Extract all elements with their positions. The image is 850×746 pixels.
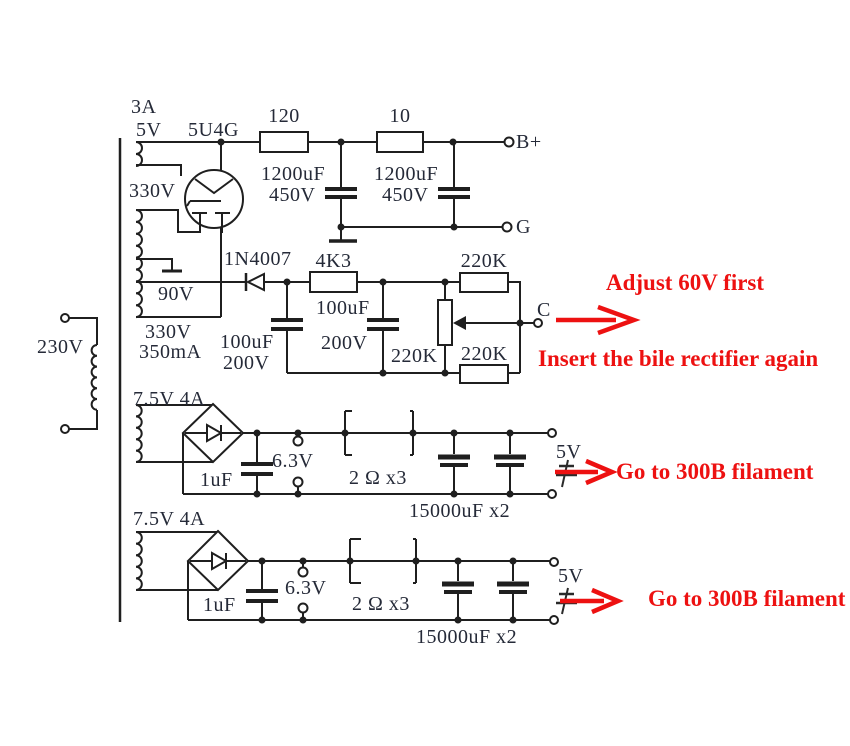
label-terminal-c: C	[537, 299, 551, 321]
primary-winding	[69, 317, 98, 430]
cap-15000uf-1a-icon	[438, 454, 470, 467]
label-filament1-output: 5V	[556, 441, 582, 463]
resistor-220k-top	[459, 272, 509, 293]
bridge-rectifier-2-icon	[186, 529, 250, 592]
label-heater-voltage: 5V	[136, 119, 162, 141]
label-filament2-tap: 6.3V	[285, 577, 327, 599]
terminal-mains-bottom	[60, 424, 70, 434]
terminal-63v-2-bottom	[297, 602, 309, 614]
filament2-wires	[135, 531, 550, 621]
tube-5u4g-icon	[184, 169, 244, 233]
annotation-goto-filament-2: Go to 300B filament	[648, 586, 846, 611]
terminal-5v-1-minus	[547, 489, 557, 499]
label-filament1-winding: 7.5V 4A	[133, 388, 206, 410]
label-ht-winding: 330V	[129, 180, 176, 202]
terminal-63v-1-top	[292, 435, 304, 447]
bplus-filter-wires	[340, 142, 503, 240]
terminal-5v-2-minus	[549, 615, 559, 625]
label-filament1-caps-out: 15000uF x2	[409, 500, 511, 522]
label-terminal-g: G	[516, 216, 531, 238]
label-filament2-caps-out: 15000uF x2	[416, 626, 518, 648]
terminal-5v-2-plus	[549, 557, 559, 567]
terminal-5v-1-plus	[547, 428, 557, 438]
label-cap1200-2-value: 1200uF	[374, 163, 439, 185]
label-cap100-1-value: 100uF	[220, 331, 274, 353]
bridge-rectifier-1-icon	[181, 402, 245, 464]
label-resistor-4k3: 4K3	[315, 250, 352, 272]
label-tube-name: 5U4G	[188, 119, 239, 141]
resistor-4k3	[309, 271, 358, 293]
resistor-10	[376, 131, 424, 153]
cap-1uf-1-icon	[241, 462, 273, 476]
heater-5v-winding	[135, 141, 505, 176]
label-primary-voltage: 230V	[37, 336, 84, 358]
label-resistor-220k-top: 220K	[460, 250, 508, 272]
cap-15000uf-2b-icon	[497, 581, 529, 594]
label-diode-1n4007: 1N4007	[224, 248, 292, 270]
cap-100uf-1-icon	[271, 318, 303, 331]
diode-1n4007-icon	[244, 272, 265, 292]
cap-1200uf-1-icon	[325, 187, 357, 199]
potentiometer-220k	[437, 299, 453, 346]
junction-dots	[217, 138, 524, 624]
terminal-63v-1-bottom	[292, 476, 304, 488]
capacitors	[162, 187, 529, 603]
label-filament2-output: 5V	[558, 565, 584, 587]
goto-filament-1-arrow-icon	[555, 458, 618, 486]
label-filament2-cap-in: 1uF	[203, 594, 236, 616]
terminals	[60, 136, 559, 625]
annotation-adjust-60v: Adjust 60V first	[606, 270, 765, 295]
polarity-marks	[556, 459, 577, 615]
cap-15000uf-2a-icon	[442, 581, 474, 594]
label-filament1-resistors: 2 Ω x3	[349, 467, 407, 489]
label-bias-tap: 90V	[158, 283, 194, 305]
label-cap100-2-value: 100uF	[316, 297, 370, 319]
terminal-mains-top	[60, 313, 70, 323]
label-cap1200-2-voltage: 450V	[382, 184, 429, 206]
label-filament1-tap: 6.3V	[272, 450, 314, 472]
label-filament1-cap-in: 1uF	[200, 469, 233, 491]
terminal-g	[501, 221, 513, 233]
cap-15000uf-1b-icon	[494, 454, 526, 467]
label-resistor-10: 10	[389, 105, 411, 127]
label-cap1200-1-value: 1200uF	[261, 163, 326, 185]
primary-coil	[90, 344, 98, 411]
annotation-goto-filament-1: Go to 300B filament	[616, 459, 814, 484]
red-arrows	[555, 304, 641, 615]
adjust-arrow-icon	[556, 304, 641, 336]
label-cap100-2-voltage: 200V	[321, 332, 368, 354]
label-heater-current: 3A	[131, 96, 157, 118]
annotation-insert-rectifier: Insert the bile rectifier again	[538, 346, 819, 371]
terminal-c	[533, 318, 543, 328]
components	[181, 131, 509, 592]
label-pot-220k: 220K	[391, 345, 438, 367]
cap-1uf-2-icon	[246, 589, 278, 603]
label-terminal-bplus: B+	[516, 131, 542, 153]
terminal-63v-2-top	[297, 566, 309, 578]
label-filament2-winding: 7.5V 4A	[133, 508, 206, 530]
resistor-220k-bottom	[459, 364, 509, 384]
label-resistor-120: 120	[268, 105, 300, 127]
label-cap1200-1-voltage: 450V	[269, 184, 316, 206]
pot-wiper-icon	[453, 316, 466, 330]
label-resistor-220k-bottom: 220K	[461, 343, 508, 365]
label-ht-rating-i: 350mA	[139, 341, 202, 363]
resistor-120	[259, 131, 309, 153]
label-filament2-resistors: 2 Ω x3	[352, 593, 410, 615]
cap-100uf-2-icon	[367, 318, 399, 331]
terminal-bplus	[503, 136, 515, 148]
label-cap100-1-voltage: 200V	[223, 352, 270, 374]
goto-filament-2-arrow-icon	[560, 587, 624, 615]
cap-1200uf-2-icon	[438, 187, 470, 199]
label-ht-rating-v: 330V	[145, 321, 192, 343]
